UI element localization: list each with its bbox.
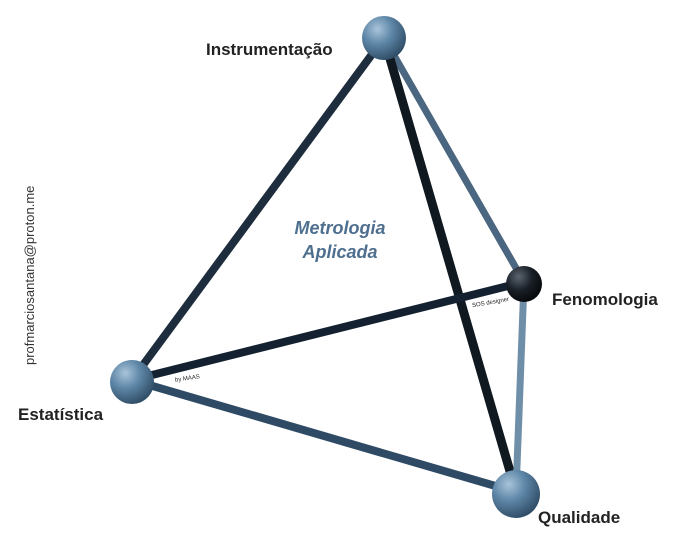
vertex-left-sphere [110,360,154,404]
label-estatistica: Estatística [18,405,103,425]
edge-right-bottom [516,282,524,492]
center-title-line-1: Metrologia [270,216,410,240]
vertex-bottom-sphere [492,470,540,518]
center-title: Metrologia Aplicada [270,216,410,264]
edge-left-bottom [132,380,516,492]
side-email-text: profmarciosantana@proton.me [22,186,37,365]
label-fenomologia: Fenomologia [552,290,658,310]
center-title-line-2: Aplicada [270,240,410,264]
label-qualidade: Qualidade [538,508,620,528]
vertex-right-sphere [506,266,542,302]
vertex-top-sphere [362,16,406,60]
label-instrumentacao: Instrumentação [206,40,333,60]
edges [132,38,524,492]
edge-top-bottom [384,38,516,492]
